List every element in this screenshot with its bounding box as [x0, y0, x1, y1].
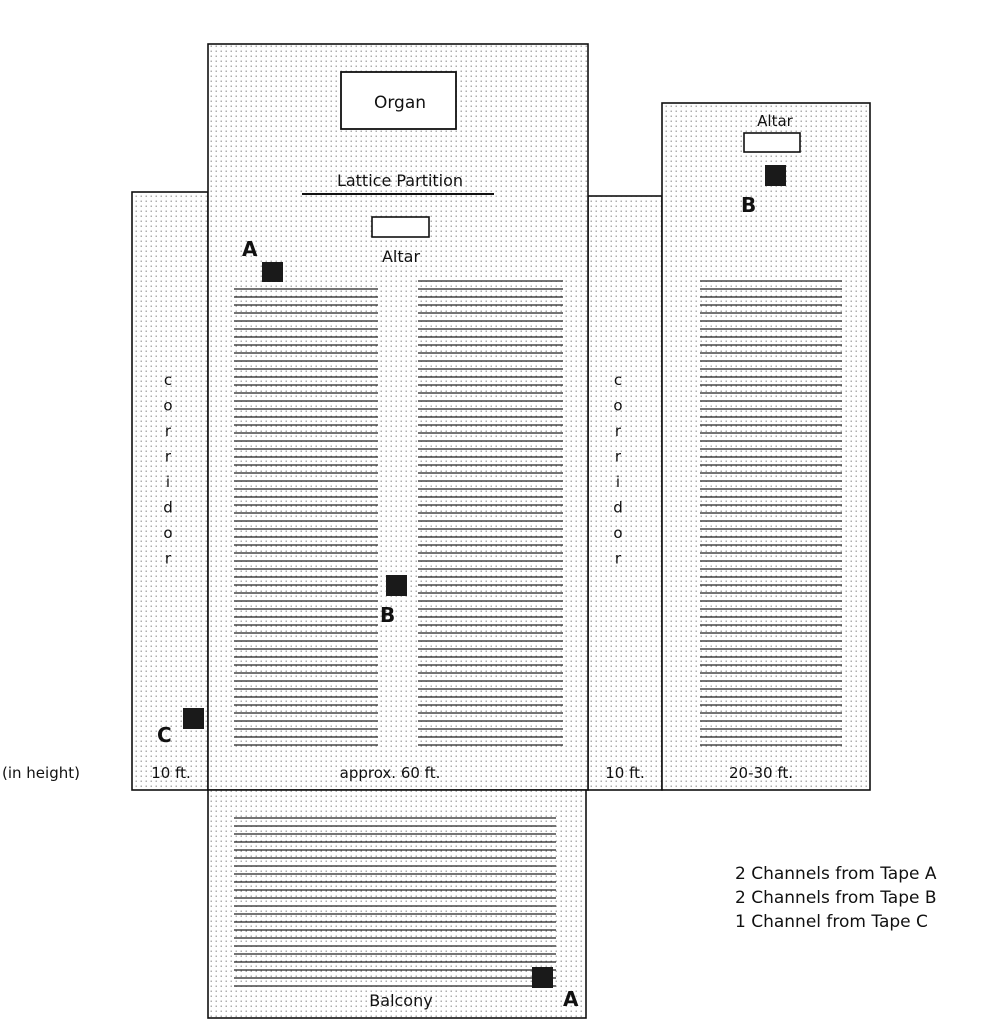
balcony	[207, 789, 587, 1019]
organ-label: Organ	[374, 93, 426, 113]
speaker-b-chapel-label: B	[741, 193, 756, 217]
legend: 2 Channels from Tape A 2 Channels from T…	[735, 862, 937, 934]
corridor-letter: r	[615, 550, 622, 568]
corridor-letter: o	[163, 524, 172, 542]
altar-main-label: Altar	[382, 247, 420, 266]
side-chapel	[661, 102, 871, 791]
corridor-letter: r	[615, 448, 622, 466]
dim-side-chapel: 20-30 ft.	[729, 764, 793, 782]
corridor-letter: c	[614, 371, 622, 389]
corridor-letter: r	[165, 550, 172, 568]
dim-corridor-right: 10 ft.	[605, 764, 645, 782]
speaker-c-corridor	[183, 708, 204, 729]
speaker-b-nave	[386, 575, 407, 596]
speaker-a-nave	[262, 262, 283, 282]
legend-item: 2 Channels from Tape A	[735, 864, 937, 884]
corridor-left	[131, 191, 209, 791]
corridor-letter: o	[613, 524, 622, 542]
lattice-partition-label: Lattice Partition	[337, 171, 463, 190]
corridor-letter: i	[616, 473, 620, 491]
corridor-letter: o	[613, 397, 622, 415]
speaker-c-corridor-label: C	[157, 723, 172, 747]
corridor-letter: r	[615, 422, 622, 440]
altar-main-box	[371, 216, 430, 238]
balcony-label: Balcony	[369, 991, 432, 1010]
altar-side-label: Altar	[757, 112, 794, 130]
corridor-letter: d	[163, 499, 173, 517]
legend-item: 1 Channel from Tape C	[735, 912, 928, 932]
speaker-a-balcony-label: A	[563, 987, 579, 1011]
pews-side-chapel	[700, 280, 842, 746]
dim-nave: approx. 60 ft.	[340, 764, 441, 782]
pews-nave-right	[418, 280, 563, 746]
speaker-a-nave-label: A	[242, 237, 258, 261]
corridor-letter: d	[613, 499, 623, 517]
speaker-b-chapel	[765, 165, 786, 186]
pews-nave-left	[234, 288, 378, 746]
speaker-b-nave-label: B	[380, 603, 395, 627]
corridor-right	[587, 195, 663, 791]
altar-side-box	[743, 132, 801, 153]
height-note: (in height)	[2, 764, 80, 782]
organ-box	[340, 71, 457, 130]
corridor-letter: r	[165, 448, 172, 466]
corridor-letter: r	[165, 422, 172, 440]
corridor-letter: o	[163, 397, 172, 415]
corridor-letter: c	[164, 371, 172, 389]
dim-corridor-left: 10 ft.	[151, 764, 191, 782]
legend-item: 2 Channels from Tape B	[735, 888, 937, 908]
speaker-a-balcony	[532, 967, 553, 988]
corridor-letter: i	[166, 473, 170, 491]
pews-balcony	[234, 817, 556, 987]
